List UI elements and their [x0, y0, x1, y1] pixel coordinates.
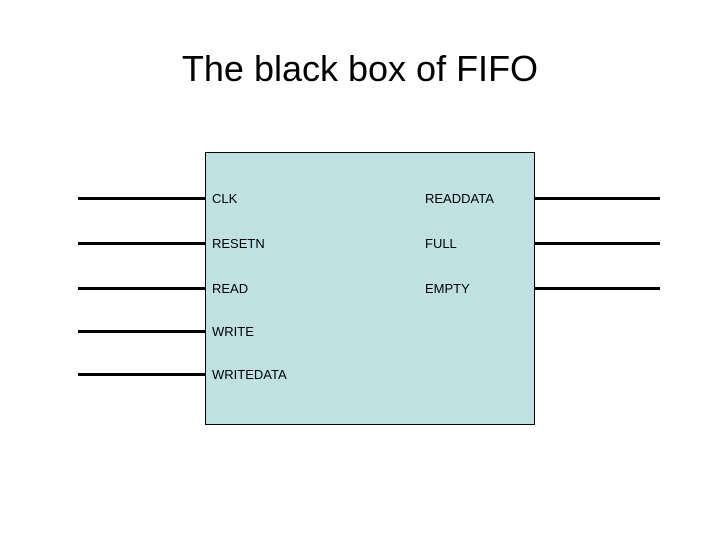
page-title: The black box of FIFO [181, 48, 539, 89]
input-label-read: READ [212, 281, 249, 296]
input-wire-clk [78, 197, 206, 200]
input-wire-writedata [78, 373, 206, 376]
input-wire-read [78, 287, 206, 290]
input-label-resetn: RESETN [212, 236, 265, 251]
output-wire-readdata [534, 197, 660, 200]
input-label-writedata: WRITEDATA [212, 367, 287, 382]
output-label-readdata: READDATA [425, 191, 494, 206]
fifo-block-rectangle [205, 152, 535, 425]
output-label-empty: EMPTY [425, 281, 470, 296]
output-wire-empty [534, 287, 660, 290]
input-label-clk: CLK [212, 191, 238, 206]
output-wire-full [534, 242, 660, 245]
input-label-write: WRITE [212, 324, 254, 339]
input-wire-write [78, 330, 206, 333]
input-wire-resetn [78, 242, 206, 245]
output-label-full: FULL [425, 236, 457, 251]
